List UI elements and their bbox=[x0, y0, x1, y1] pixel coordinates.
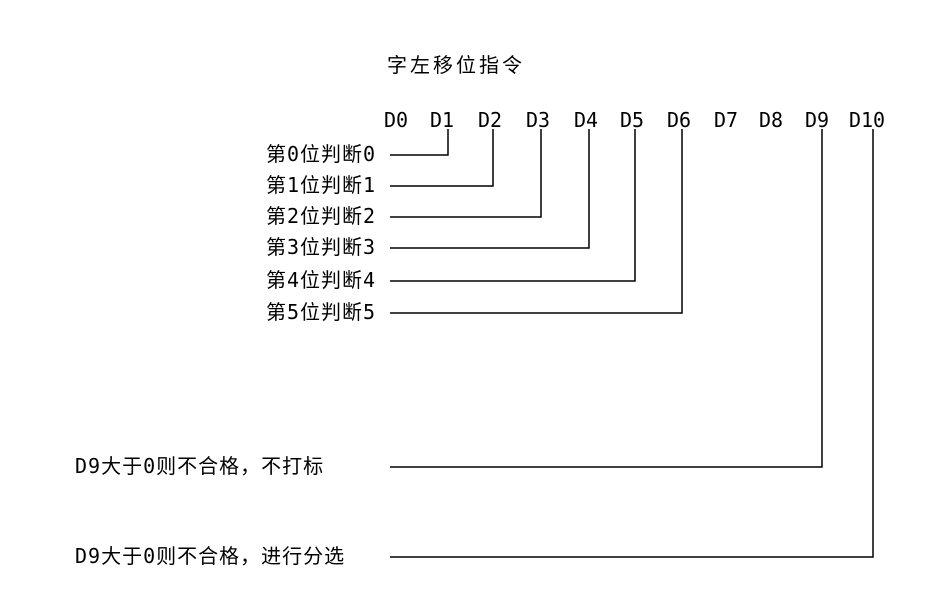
connector-judgment-4 bbox=[390, 129, 636, 282]
judgment-label-3: 第3位判断3 bbox=[266, 235, 377, 259]
bit-label-D2: D2 bbox=[477, 108, 503, 132]
diagram-title: 字左移位指令 bbox=[387, 53, 525, 77]
bit-label-D9: D9 bbox=[804, 108, 830, 132]
connector-judgment-5 bbox=[390, 129, 683, 314]
connector-note-1 bbox=[390, 129, 874, 558]
bit-label-D4: D4 bbox=[573, 108, 599, 132]
judgment-label-1: 第1位判断1 bbox=[266, 173, 377, 197]
connector-judgment-0 bbox=[390, 129, 449, 156]
judgment-label-5: 第5位判断5 bbox=[266, 300, 377, 324]
note-label-0: D9大于0则不合格，不打标 bbox=[75, 454, 325, 478]
bit-label-D1: D1 bbox=[429, 108, 455, 132]
judgment-label-2: 第2位判断2 bbox=[266, 204, 377, 228]
connector-judgment-2 bbox=[390, 129, 542, 218]
connector-note-0 bbox=[390, 129, 823, 468]
bit-label-D6: D6 bbox=[666, 108, 692, 132]
note-label-1: D9大于0则不合格，进行分选 bbox=[75, 544, 346, 568]
bit-label-D10: D10 bbox=[848, 108, 886, 132]
bit-label-D0: D0 bbox=[383, 108, 409, 132]
connector-judgment-3 bbox=[390, 129, 590, 249]
bit-label-D5: D5 bbox=[619, 108, 645, 132]
judgment-label-0: 第0位判断0 bbox=[266, 142, 377, 166]
judgment-label-4: 第4位判断4 bbox=[266, 268, 377, 292]
connector-judgment-1 bbox=[390, 129, 494, 187]
bit-label-D3: D3 bbox=[525, 108, 551, 132]
bit-label-D8: D8 bbox=[758, 108, 784, 132]
bit-label-D7: D7 bbox=[713, 108, 739, 132]
